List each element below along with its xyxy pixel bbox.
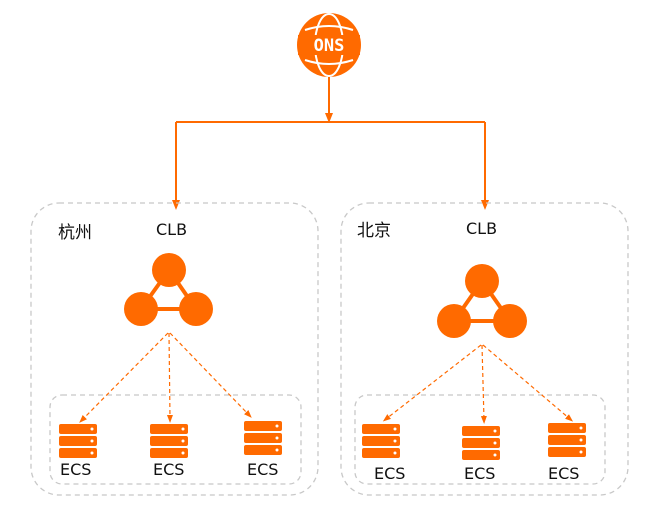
region-name: 北京	[357, 221, 391, 241]
dns-node: ONS	[297, 13, 361, 77]
server-stack-icon	[244, 421, 282, 455]
ecs-label: ECS	[153, 460, 184, 479]
ecs-label: ECS	[548, 464, 579, 483]
globe-dns-icon: ONS	[297, 13, 361, 77]
server-stack-icon	[548, 423, 586, 457]
server-stack-icon	[59, 424, 97, 458]
server-stack-icon	[150, 424, 188, 458]
ecs-label: ECS	[60, 460, 91, 479]
ecs-label: ECS	[464, 464, 495, 483]
dns-label: ONS	[314, 36, 345, 56]
ecs-label: ECS	[247, 460, 278, 479]
server-group-box	[354, 394, 606, 485]
load-balancer-icon	[124, 253, 213, 326]
server-stack-icon	[462, 426, 500, 460]
server-group-box	[49, 394, 302, 485]
region-box	[30, 202, 319, 496]
clb-label: CLB	[466, 219, 497, 238]
region-hangzhou: 杭州 CLB ECS ECS	[30, 202, 319, 496]
region-beijing: 北京 CLB ECS ECS	[340, 202, 629, 496]
region-box	[340, 202, 629, 496]
clb-to-ecs-arrow	[166, 332, 173, 423]
region-name: 杭州	[58, 223, 92, 243]
clb-to-ecs-arrow	[382, 344, 482, 422]
clb-to-ecs-arrow	[482, 344, 574, 422]
server-stack-icon	[362, 424, 400, 458]
clb-to-ecs-arrow	[169, 332, 252, 418]
dns-connectors	[172, 77, 489, 210]
ecs-label: ECS	[374, 464, 405, 483]
clb-to-ecs-arrow	[480, 344, 487, 424]
clb-label: CLB	[156, 220, 187, 239]
load-balancer-icon	[437, 264, 527, 338]
clb-to-ecs-arrow	[79, 332, 169, 423]
